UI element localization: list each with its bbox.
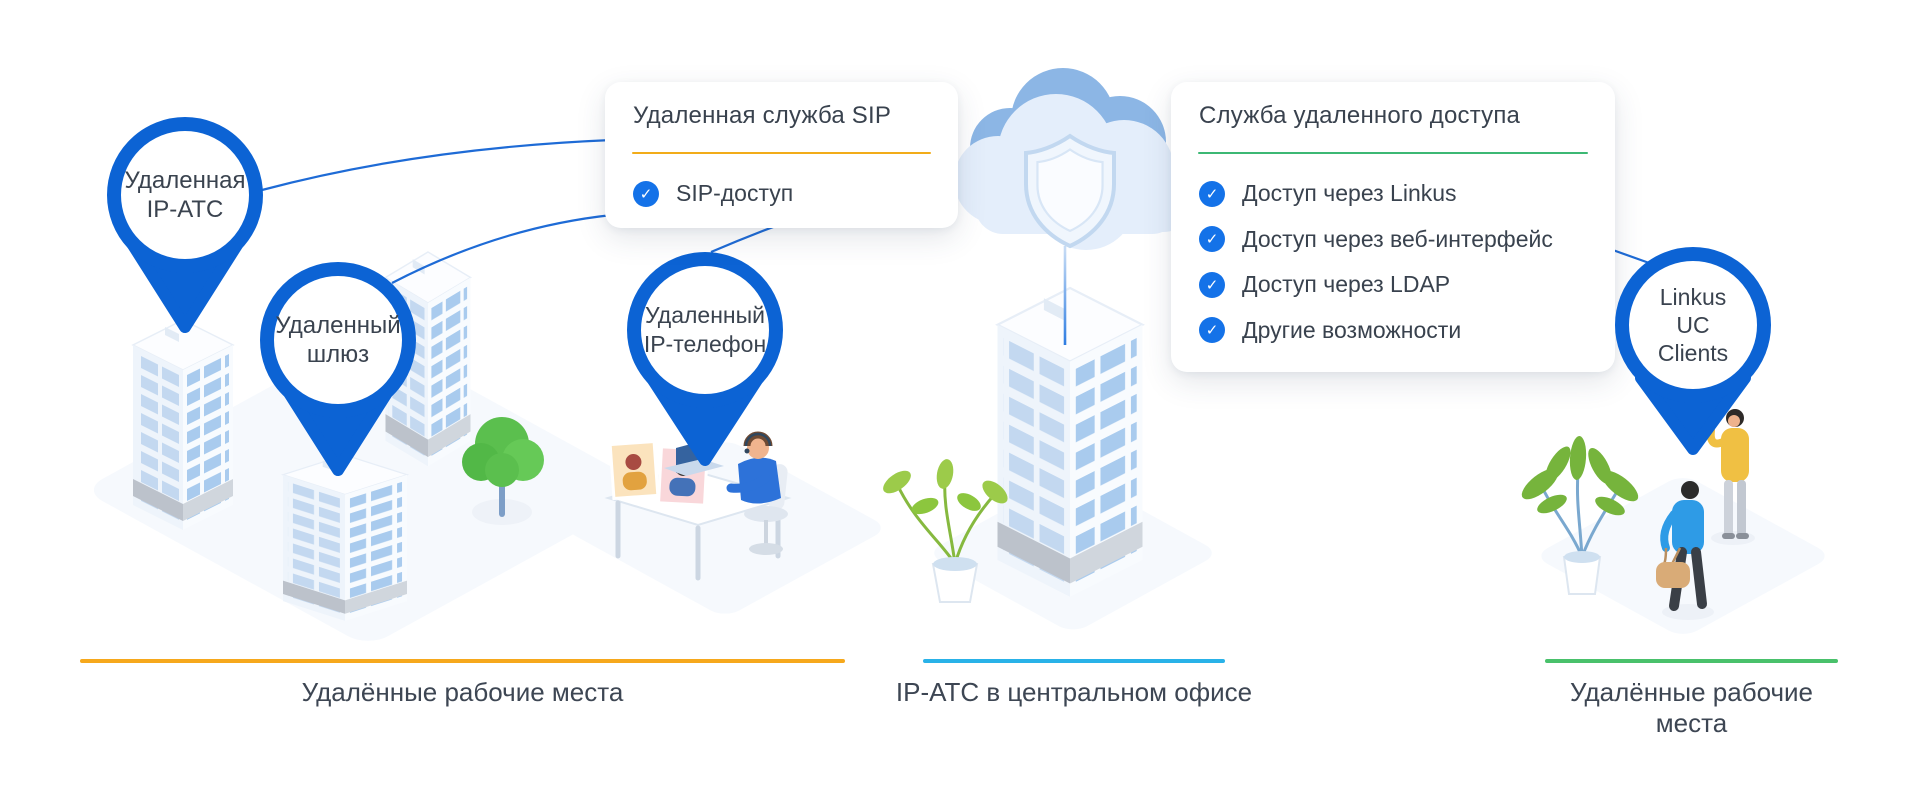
check-icon: ✓ [1199, 226, 1225, 252]
remote-access-item: ✓ Доступ через LDAP [1199, 271, 1587, 298]
fern-plant [1521, 436, 1639, 595]
remote-access-card-title: Служба удаленного доступа [1199, 102, 1521, 129]
line-gateway-to-sip-card [391, 213, 613, 284]
pin-remote-gateway [260, 262, 416, 476]
line-card-to-linkus-pin [1609, 247, 1653, 266]
remote-access-item-label: Доступ через LDAP [1242, 271, 1451, 297]
zone-label-center: IP-АТС в центральном офисе [895, 677, 1253, 707]
pin-label-remote-gateway: Удаленный шлюз [275, 312, 401, 368]
person-walking-bag [1656, 481, 1714, 620]
pin-label-remote-ip-pbx: Удаленная IP-АТС [124, 167, 246, 223]
line-pbx-to-sip-card [261, 138, 613, 192]
pin-linkus-uc-clients [1615, 247, 1771, 455]
zone-bar-center [923, 659, 1225, 663]
cloud-shield-icon [954, 68, 1197, 250]
pin-label-remote-ip-phone: Удаленный IP-телефон [643, 302, 767, 357]
remote-access-item: ✓ Доступ через веб-интерфейс [1199, 226, 1587, 253]
sip-service-card: Удаленная служба SIP ✓ SIP-доступ [605, 82, 958, 228]
check-icon: ✓ [1199, 180, 1225, 207]
building-central-office [996, 286, 1144, 598]
person-standing-phone [1706, 409, 1755, 545]
sip-card-item: ✓ SIP-доступ [633, 180, 930, 207]
sip-card-title: Удаленная служба SIP [633, 102, 892, 129]
pin-remote-ip-phone [627, 252, 783, 466]
check-icon: ✓ [633, 180, 659, 207]
remote-access-item-label: Другие возможности [1242, 316, 1462, 343]
zone-label-left: Удалённые рабочие места [301, 677, 624, 707]
remote-access-item: ✓ Доступ через Linkus [1199, 180, 1587, 207]
pin-remote-ip-pbx [107, 117, 263, 333]
zone-label-right: Удалённые рабочие места [1569, 677, 1814, 738]
building-remote-ip-pbx [132, 319, 234, 531]
remote-access-item-label: Доступ через Linkus [1242, 180, 1457, 206]
remote-desk-illustration [604, 431, 792, 581]
check-icon: ✓ [1199, 317, 1225, 343]
zone-bar-left [80, 659, 845, 663]
sip-card-divider [632, 152, 931, 154]
pin-label-linkus-uc-clients: Linkus UC Clients [1657, 284, 1729, 366]
tree [462, 417, 544, 525]
remote-access-item: ✓ Другие возможности [1199, 317, 1587, 344]
check-icon: ✓ [1199, 271, 1225, 298]
sip-card-item-label: SIP-доступ [676, 180, 794, 206]
potted-plant [883, 459, 1008, 603]
remote-access-item-label: Доступ через веб-интерфейс [1242, 225, 1553, 252]
remote-access-card: Служба удаленного доступа ✓ Доступ через… [1171, 82, 1615, 372]
zone-bar-right [1545, 659, 1838, 663]
building-remote-gateway [282, 454, 408, 622]
remote-access-card-divider [1198, 152, 1588, 154]
